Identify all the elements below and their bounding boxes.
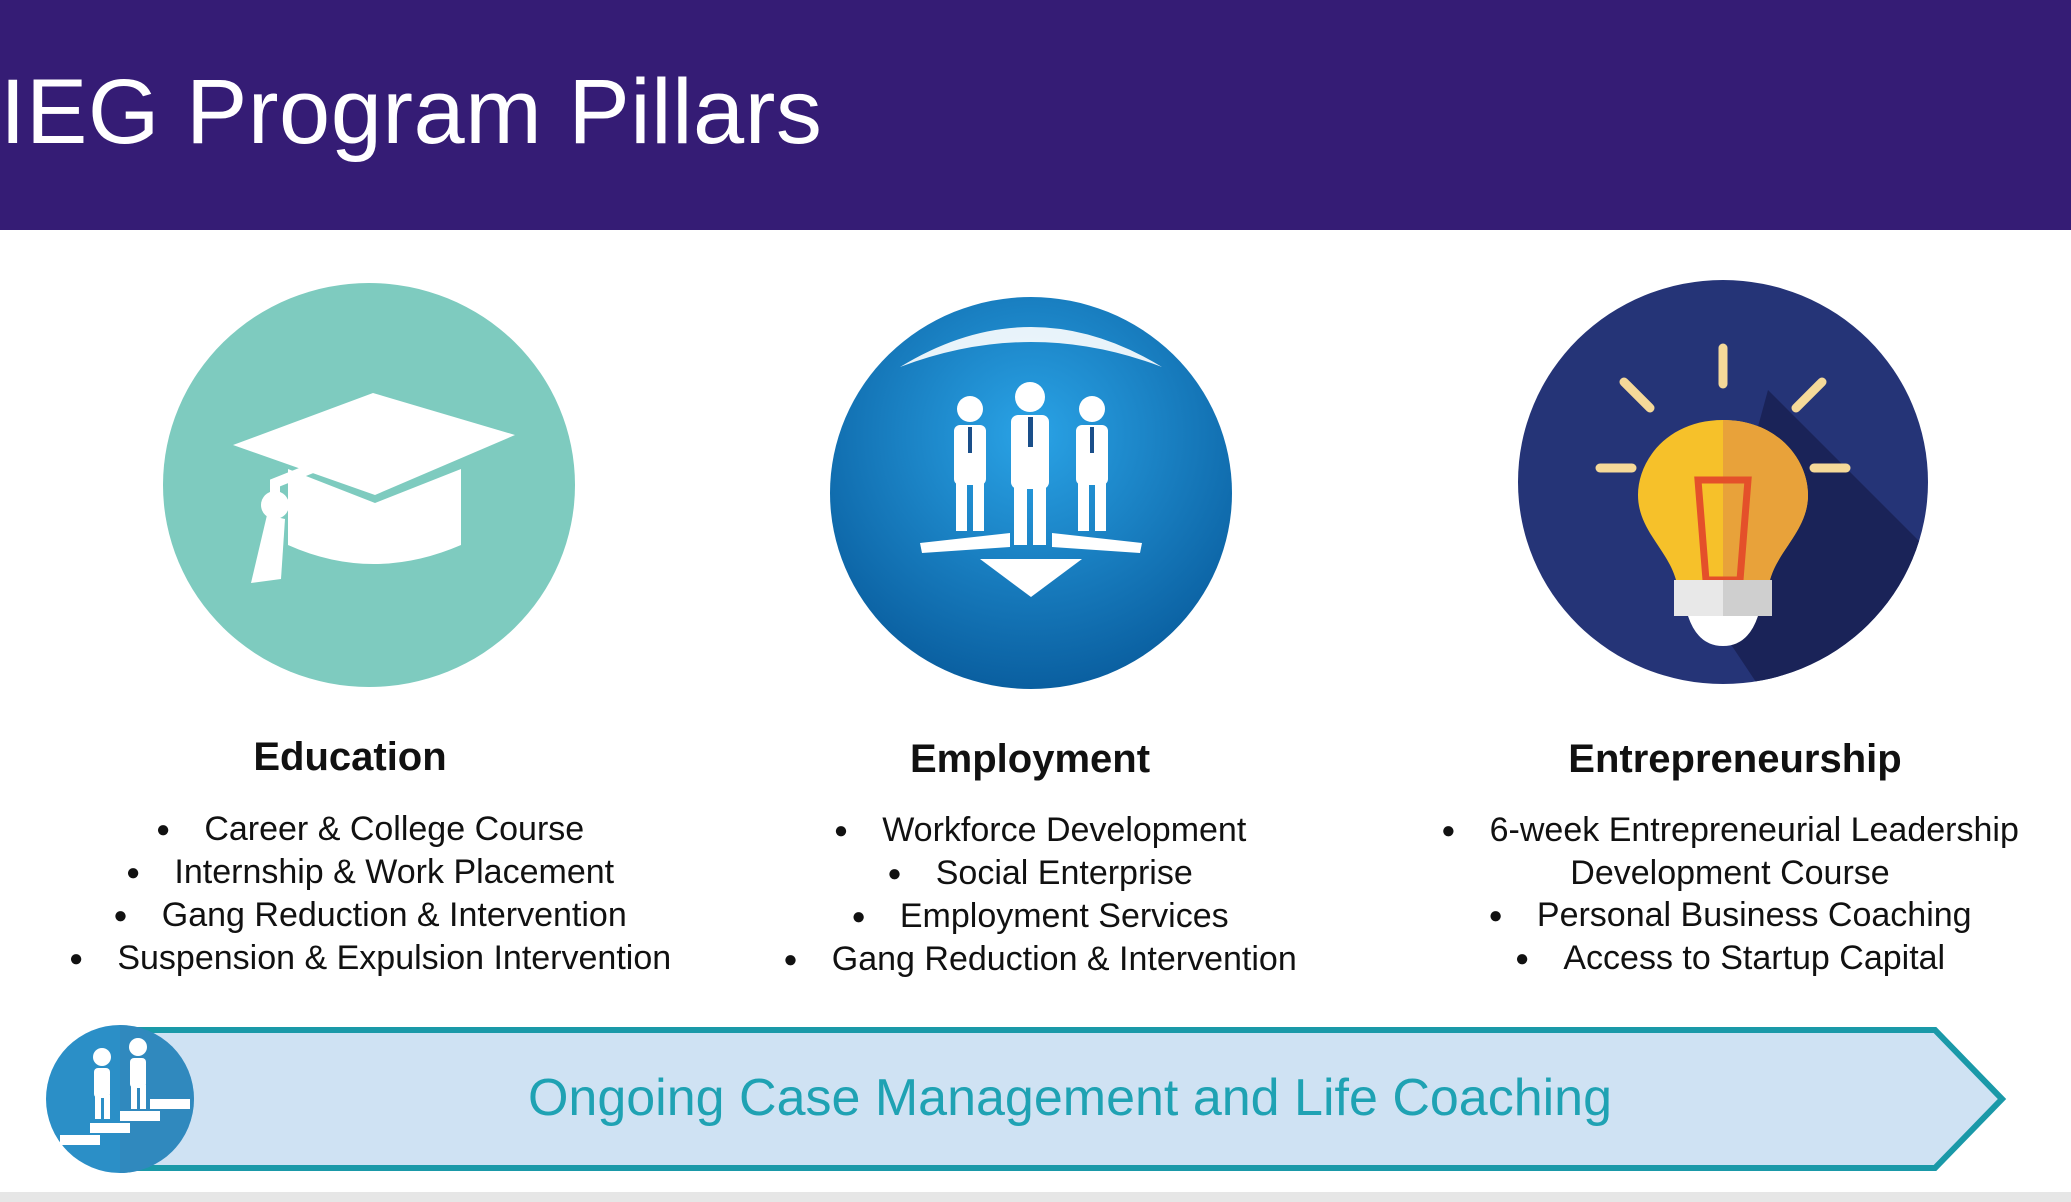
graduation-cap-icon: [163, 283, 575, 687]
list-item: Workforce Development: [690, 809, 1390, 852]
list-item: Internship & Work Placement: [20, 851, 720, 894]
list-item: 6-week Entrepreneurial Leadership: [1390, 809, 2070, 852]
page-title: IEG Program Pillars: [0, 61, 823, 163]
employment-list: Workforce Development Social Enterprise …: [690, 809, 1390, 981]
pillar-heading-employment: Employment: [909, 737, 1151, 781]
list-item: Employment Services: [690, 895, 1390, 938]
banner-arrow: [46, 1025, 2007, 1173]
pillar-heading-education: Education: [253, 735, 447, 779]
list-item: Personal Business Coaching: [1390, 894, 2070, 937]
bottom-divider: [0, 1192, 2071, 1202]
list-item: Access to Startup Capital: [1390, 937, 2070, 980]
banner-text: Ongoing Case Management and Life Coachin…: [527, 1069, 1613, 1127]
education-list: Career & College Course Internship & Wor…: [20, 808, 720, 980]
team-people-icon: [830, 297, 1232, 689]
pillar-heading-entrepreneurship: Entrepreneurship: [1568, 737, 1902, 781]
list-item: Suspension & Expulsion Intervention: [20, 937, 720, 980]
list-item: Gang Reduction & Intervention: [690, 938, 1390, 981]
list-item: Social Enterprise: [690, 852, 1390, 895]
list-item: Development Course: [1570, 854, 1890, 892]
list-item: Career & College Course: [20, 808, 720, 851]
header-bar: IEG Program Pillars: [0, 0, 2071, 230]
people-stairs-icon: [46, 1025, 194, 1173]
lightbulb-icon: [1518, 280, 1928, 684]
entrepreneurship-list: 6-week Entrepreneurial Leadership Develo…: [1390, 809, 2070, 980]
list-item: Gang Reduction & Intervention: [20, 894, 720, 937]
